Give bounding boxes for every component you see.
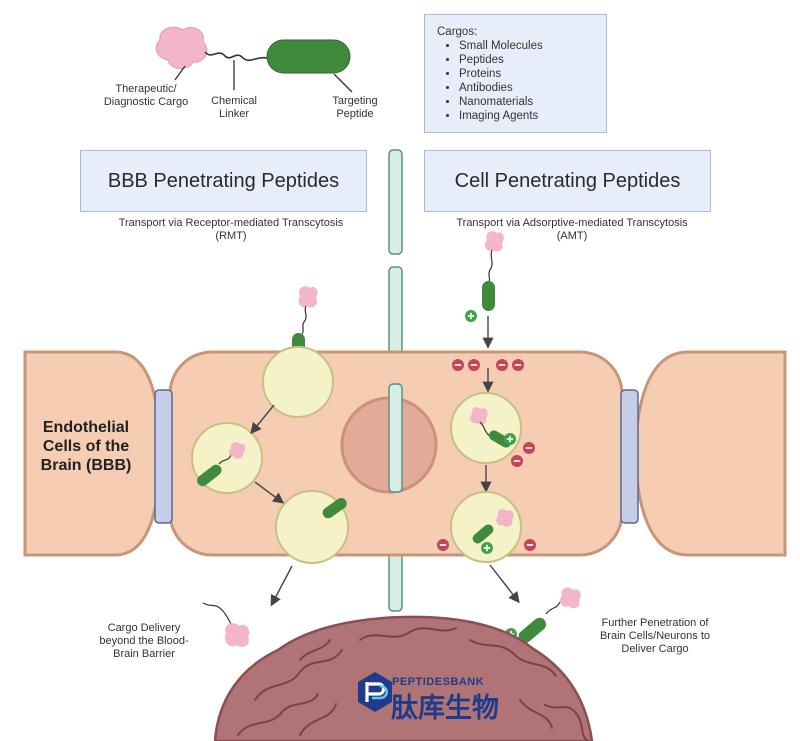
tight-junction-right [620,389,639,524]
vesicle [450,392,522,464]
cargo-blob-icon [484,231,504,252]
amt-pathway [450,231,581,643]
peptide-icon [472,524,494,544]
cargo-blob-icon [298,286,318,308]
cargo-item: Small Molecules [459,39,594,53]
brand-logo-icon [358,672,392,712]
linker-legend-label: Chemical Linker [211,95,257,120]
cargos-list: Small MoleculesPeptidesProteinsAntibodie… [437,39,594,123]
endothelial-cell-right [634,350,787,557]
vesicle [262,346,334,418]
cpp-title-box: Cell Penetrating Peptides [424,150,711,212]
brain-illustration [213,615,594,741]
rmt-pathway [191,286,349,648]
rmt-subtitle: Transport via Receptor-mediated Transcyt… [118,217,344,242]
rmt-outcome-label: Cargo Delivery beyond the Blood- Brain B… [99,622,189,660]
chemical-linker [204,51,268,62]
cargo-blob-icon [155,26,208,69]
amt-outcome-label: Further Penetration of Brain Cells/Neuro… [599,617,711,655]
conjugate-legend [155,26,353,93]
cargo-blob-icon [470,407,488,425]
peptide-legend-label: Targeting Peptide [332,95,378,120]
cargo-blob-icon [224,623,250,648]
cargos-box: Cargos: Small MoleculesPeptidesProteinsA… [424,14,607,133]
cargos-heading: Cargos: [437,26,478,38]
cargo-blob-icon [496,509,514,527]
peptide-icon [197,464,222,487]
divider-bar [388,149,403,255]
tight-junction-left [154,389,173,524]
cargo-item: Proteins [459,67,594,81]
peptide-icon [488,430,512,448]
cargo-item: Nanomaterials [459,95,594,109]
targeting-peptide-icon [266,39,351,74]
endothelial-cell-label: Endothelial Cells of the Brain (BBB) [40,419,132,474]
brand-name-cn: 肽库生物 [391,693,499,724]
brand-name-en: PEPTIDESBANK [392,676,485,688]
cpp-title: Cell Penetrating Peptides [454,169,681,192]
cargo-legend-label: Therapeutic/ Diagnostic Cargo [103,83,189,108]
cargo-item: Imaging Agents [459,109,594,123]
bbb-title: BBB Penetrating Peptides [107,169,340,192]
peptide-icon [518,617,547,643]
amt-subtitle: Transport via Adsorptive-mediated Transc… [456,217,688,242]
cargo-blob-icon [559,587,581,609]
peptide-icon [482,281,495,311]
peptide-icon [322,498,347,519]
bbb-title-box: BBB Penetrating Peptides [80,150,367,212]
brain [213,615,594,741]
cargo-blob-icon [228,442,246,459]
cargo-item: Peptides [459,53,594,67]
cargo-item: Antibodies [459,81,594,95]
